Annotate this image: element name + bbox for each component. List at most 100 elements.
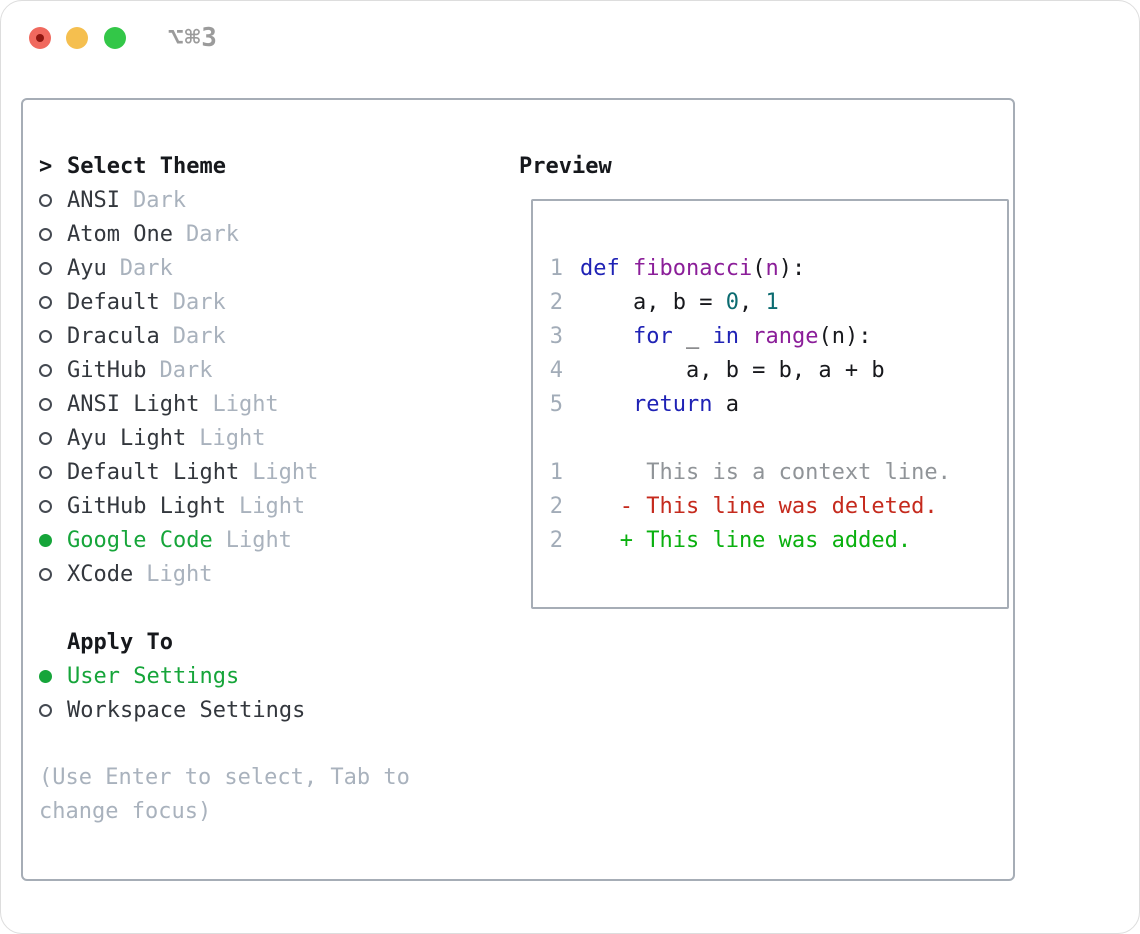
line-number: 2 (549, 289, 563, 315)
radio-icon (39, 567, 52, 581)
option-label: XCode (67, 561, 134, 587)
code-token-deleted: - This line was deleted. (580, 493, 938, 519)
theme-list: ANSI Dark Atom One Dark Ayu Dark Default… (39, 183, 489, 591)
theme-option-xcode[interactable]: XCode Light (39, 557, 489, 591)
select-theme-header: > Select Theme (39, 149, 489, 183)
code-token-plain: a (712, 391, 739, 417)
theme-option-github-light[interactable]: GitHub Light Light (39, 489, 489, 523)
code-line: 2 - This line was deleted. (549, 489, 993, 523)
theme-option-ayu-light[interactable]: Ayu Light Light (39, 421, 489, 455)
zoom-button-icon[interactable] (104, 27, 126, 49)
line-number: 1 (549, 459, 563, 485)
theme-column: > Select Theme ANSI Dark Atom One Dark A… (39, 149, 489, 829)
option-label: Workspace Settings (67, 697, 306, 723)
option-label: Dracula (67, 323, 160, 349)
option-label: ANSI (67, 187, 120, 213)
line-number: 2 (549, 527, 563, 553)
apply-to-header: Apply To (39, 625, 489, 659)
theme-option-dracula[interactable]: Dracula Dark (39, 319, 489, 353)
radio-icon (39, 397, 52, 411)
theme-option-default[interactable]: Default Dark (39, 285, 489, 319)
radio-icon (39, 669, 52, 683)
preview-title: Preview (519, 153, 612, 179)
code-token-plain: a, b = (580, 289, 726, 315)
option-label: GitHub Light (67, 493, 226, 519)
code-line: 1 This is a context line. (549, 455, 993, 489)
apply-option-user-settings[interactable]: User Settings (39, 659, 489, 693)
option-tag: Dark (185, 221, 239, 247)
option-tag: Light (146, 561, 213, 587)
radio-icon (39, 227, 52, 241)
theme-option-google-code[interactable]: Google Code Light (39, 523, 489, 557)
radio-icon (39, 499, 52, 513)
radio-icon (39, 193, 52, 207)
apply-option-workspace-settings[interactable]: Workspace Settings (39, 693, 489, 727)
code-line: 5 return a (549, 387, 993, 421)
option-tag: Light (199, 425, 266, 451)
code-line: 4 a, b = b, a + b (549, 353, 993, 387)
option-tag: Light (238, 493, 306, 519)
theme-option-ansi[interactable]: ANSI Dark (39, 183, 489, 217)
code-token-keyword: def (580, 255, 620, 281)
option-tag: Light (212, 391, 279, 417)
option-tag: Light (252, 459, 319, 485)
code-token-keyword: for (632, 323, 673, 349)
window-title-shortcut: ⌥⌘3 (168, 23, 218, 53)
option-label: Atom One (67, 221, 173, 247)
option-tag: Dark (172, 323, 226, 349)
radio-icon (39, 465, 52, 479)
code-token-plain: ): (778, 255, 806, 281)
apply-to-title: Apply To (67, 629, 173, 655)
option-label: ANSI Light (67, 391, 200, 417)
line-number: 5 (549, 391, 563, 417)
code-token-plain: a, b = b, a + b (580, 357, 885, 383)
theme-option-ansi-light[interactable]: ANSI Light Light (39, 387, 489, 421)
select-theme-title: Select Theme (67, 153, 226, 179)
code-token-plain (580, 324, 633, 349)
code-token-plain: (n): (818, 323, 872, 349)
radio-icon (39, 431, 52, 445)
option-label: GitHub (67, 357, 147, 383)
radio-icon (39, 261, 52, 275)
code-token-function: fibonacci (633, 255, 753, 281)
radio-icon (39, 703, 52, 717)
option-label: Google Code (67, 527, 213, 553)
radio-icon (39, 329, 52, 343)
code-line: 3 for _ in range(n): (549, 319, 993, 353)
code-token-added: + This line was added. (580, 527, 912, 553)
option-tag: Dark (172, 289, 226, 315)
line-number: 3 (549, 323, 563, 349)
code-token-number: 1 (765, 289, 779, 315)
radio-icon (39, 295, 52, 309)
code-token-plain (580, 392, 633, 417)
theme-option-atom-one[interactable]: Atom One Dark (39, 217, 489, 251)
theme-option-default-light[interactable]: Default Light Light (39, 455, 489, 489)
theme-picker-dialog: > Select Theme ANSI Dark Atom One Dark A… (21, 98, 1015, 881)
code-line: 2 + This line was added. (549, 523, 993, 557)
code-line: 2 a, b = 0, 1 (549, 285, 993, 319)
code-token-plain: ( (752, 255, 766, 281)
option-label: Default (67, 289, 160, 315)
keyboard-hint-line-1: (Use Enter to select, Tab to (39, 765, 410, 790)
option-tag: Dark (159, 357, 213, 383)
radio-icon (39, 533, 52, 547)
code-token-number: 0 (725, 289, 739, 315)
theme-option-ayu[interactable]: Ayu Dark (39, 251, 489, 285)
code-line (549, 421, 993, 455)
keyboard-hint-line-2: change focus) (39, 799, 212, 824)
spacer (39, 727, 489, 761)
code-token-function: n (765, 255, 779, 281)
theme-option-github[interactable]: GitHub Dark (39, 353, 489, 387)
line-number: 4 (549, 357, 563, 383)
code-token-plain: _ (672, 323, 713, 349)
minimize-button-icon[interactable] (66, 27, 88, 49)
radio-icon (39, 363, 52, 377)
close-button-icon[interactable] (29, 27, 51, 49)
code-token-plain (620, 256, 633, 281)
option-label: User Settings (67, 663, 240, 689)
option-tag: Dark (132, 187, 186, 213)
code-token-keyword: return (632, 391, 713, 417)
